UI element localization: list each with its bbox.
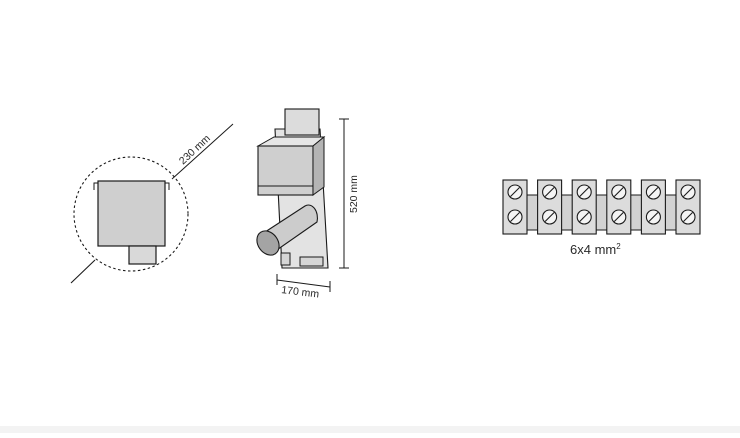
housing-side-face <box>312 135 325 196</box>
screw-slot <box>648 187 659 197</box>
width-dimension-label: 170 mm <box>281 284 320 301</box>
height-dimension-label: 520 mm <box>348 175 360 213</box>
bottom-band <box>0 426 740 433</box>
screw-slot <box>613 187 624 197</box>
depth-dimension-label: 230 mm <box>177 132 213 167</box>
detail-stem <box>128 245 157 265</box>
screw-slot <box>510 187 520 197</box>
screw-slot <box>613 212 624 222</box>
screw-slot <box>579 187 590 197</box>
housing-front-face <box>257 145 314 196</box>
screw-slot <box>683 187 693 197</box>
terminal-cover <box>299 256 324 267</box>
width-dimension-line <box>276 279 331 288</box>
spot-lens <box>256 230 280 256</box>
screw-slot <box>648 212 659 222</box>
mount-bracket <box>280 252 291 266</box>
detail-box <box>97 180 166 247</box>
top-connector <box>284 108 320 136</box>
screw-slot <box>579 212 590 222</box>
screw-slot <box>544 187 555 197</box>
terminal-module <box>606 179 632 235</box>
detail-view: 230 mm <box>70 123 234 284</box>
terminal-block <box>502 179 701 235</box>
screw-slot <box>544 212 555 222</box>
depth-dimension-line <box>171 123 234 180</box>
screw-slot <box>683 212 693 222</box>
terminal-spec-label: 6x4 mm2 <box>570 242 621 257</box>
screw-slot <box>510 212 520 222</box>
detail-circle <box>73 156 189 272</box>
detail-pointer-line <box>70 259 96 284</box>
fixture-view: 520 mm 170 mm <box>256 108 360 301</box>
